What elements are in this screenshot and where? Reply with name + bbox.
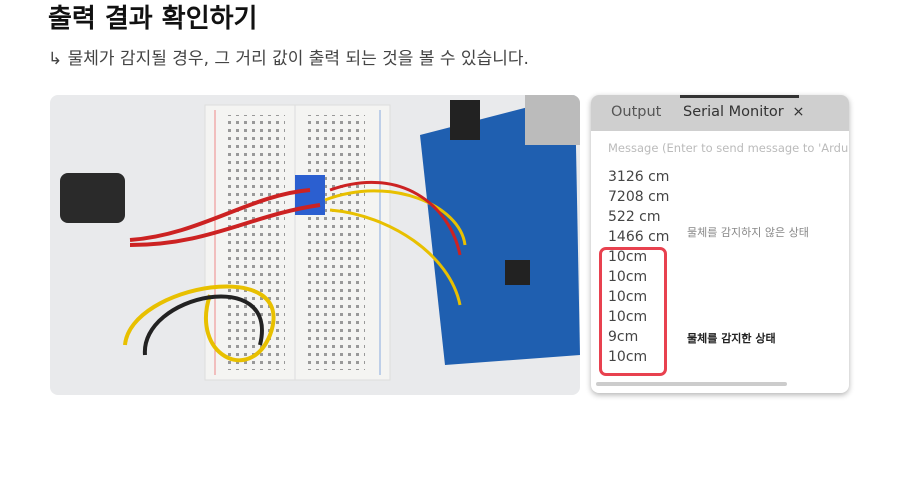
active-tab-indicator: [680, 95, 799, 98]
close-icon[interactable]: ×: [792, 104, 805, 120]
serial-line: 10cm: [608, 269, 648, 285]
note-not-detected: 물체를 감지하지 않은 상태: [687, 226, 809, 239]
page-title: 출력 결과 확인하기: [48, 4, 258, 34]
arduino-breadboard-photo: [50, 95, 580, 395]
panel-tabs: Output Serial Monitor ×: [591, 95, 849, 131]
serial-line: 10cm: [608, 309, 648, 325]
serial-line: 9cm: [608, 329, 639, 345]
highlight-box: [599, 247, 667, 376]
serial-monitor-panel: Output Serial Monitor × Message (Enter t…: [591, 95, 849, 393]
serial-line: 1466 cm: [608, 229, 670, 245]
serial-line: 7208 cm: [608, 189, 670, 205]
serial-line: 10cm: [608, 349, 648, 365]
tab-serial-monitor-label: Serial Monitor: [683, 104, 784, 120]
horizontal-scrollbar[interactable]: [596, 382, 787, 386]
subtitle: ↳ 물체가 감지될 경우, 그 거리 값이 출력 되는 것을 볼 수 있습니다.: [48, 49, 529, 69]
serial-line: 522 cm: [608, 209, 661, 225]
serial-line: 10cm: [608, 289, 648, 305]
serial-output: 3126 cm 7208 cm 522 cm 1466 cm 10cm 10cm…: [608, 167, 669, 367]
message-input[interactable]: Message (Enter to send message to 'Ardui…: [608, 141, 849, 155]
serial-line: 3126 cm: [608, 169, 670, 185]
tab-output[interactable]: Output: [611, 104, 662, 120]
tab-serial-monitor[interactable]: Serial Monitor ×: [683, 104, 805, 120]
note-detected: 물체를 감지한 상태: [687, 332, 776, 345]
serial-line: 10cm: [608, 249, 648, 265]
